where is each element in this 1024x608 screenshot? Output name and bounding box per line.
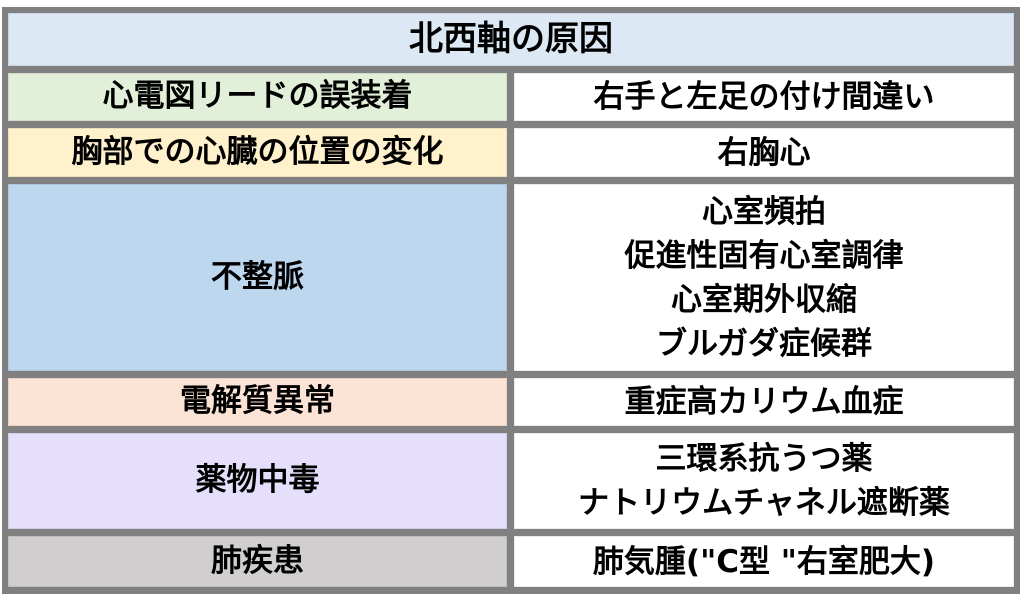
cause-item: 重症高カリウム血症 <box>624 384 904 420</box>
cause-item: 右手と左足の付け間違い <box>593 79 935 115</box>
table-title: 北西軸の原因 <box>8 13 1014 66</box>
cause-cell-lead-misplacement: 右手と左足の付け間違い <box>514 73 1014 121</box>
category-cell-lung-disease: 肺疾患 <box>8 536 507 587</box>
category-cell-arrhythmia: 不整脈 <box>8 184 507 371</box>
category-cell-lead-misplacement: 心電図リードの誤装着 <box>8 73 507 121</box>
cause-item: 心室頻拍 <box>702 193 826 230</box>
category-cell-electrolyte: 電解質異常 <box>8 378 507 426</box>
cause-item: ブルガダ症候群 <box>655 325 873 362</box>
cause-cell-drug-toxicity: 三環系抗うつ薬 ナトリウムチャネル遮断薬 <box>514 433 1014 529</box>
cause-item: 心室期外収縮 <box>671 281 857 318</box>
causes-table: 北西軸の原因 心電図リードの誤装着 右手と左足の付け間違い 胸部での心臓の位置の… <box>2 7 1020 594</box>
cause-item: 促進性固有心室調律 <box>624 237 904 274</box>
cause-item: 三環系抗うつ薬 <box>655 441 873 477</box>
category-cell-heart-position: 胸部での心臓の位置の変化 <box>8 128 507 177</box>
cause-item: ナトリウムチャネル遮断薬 <box>578 485 950 521</box>
cause-item: 肺気腫("C型 "右室肥大) <box>592 543 936 580</box>
cause-cell-lung-disease: 肺気腫("C型 "右室肥大) <box>514 536 1014 587</box>
cause-cell-heart-position: 右胸心 <box>514 128 1014 177</box>
category-cell-drug-toxicity: 薬物中毒 <box>8 433 507 529</box>
cause-item: 右胸心 <box>717 134 811 171</box>
cause-cell-electrolyte: 重症高カリウム血症 <box>514 378 1014 426</box>
cause-cell-arrhythmia: 心室頻拍 促進性固有心室調律 心室期外収縮 ブルガダ症候群 <box>514 184 1014 371</box>
